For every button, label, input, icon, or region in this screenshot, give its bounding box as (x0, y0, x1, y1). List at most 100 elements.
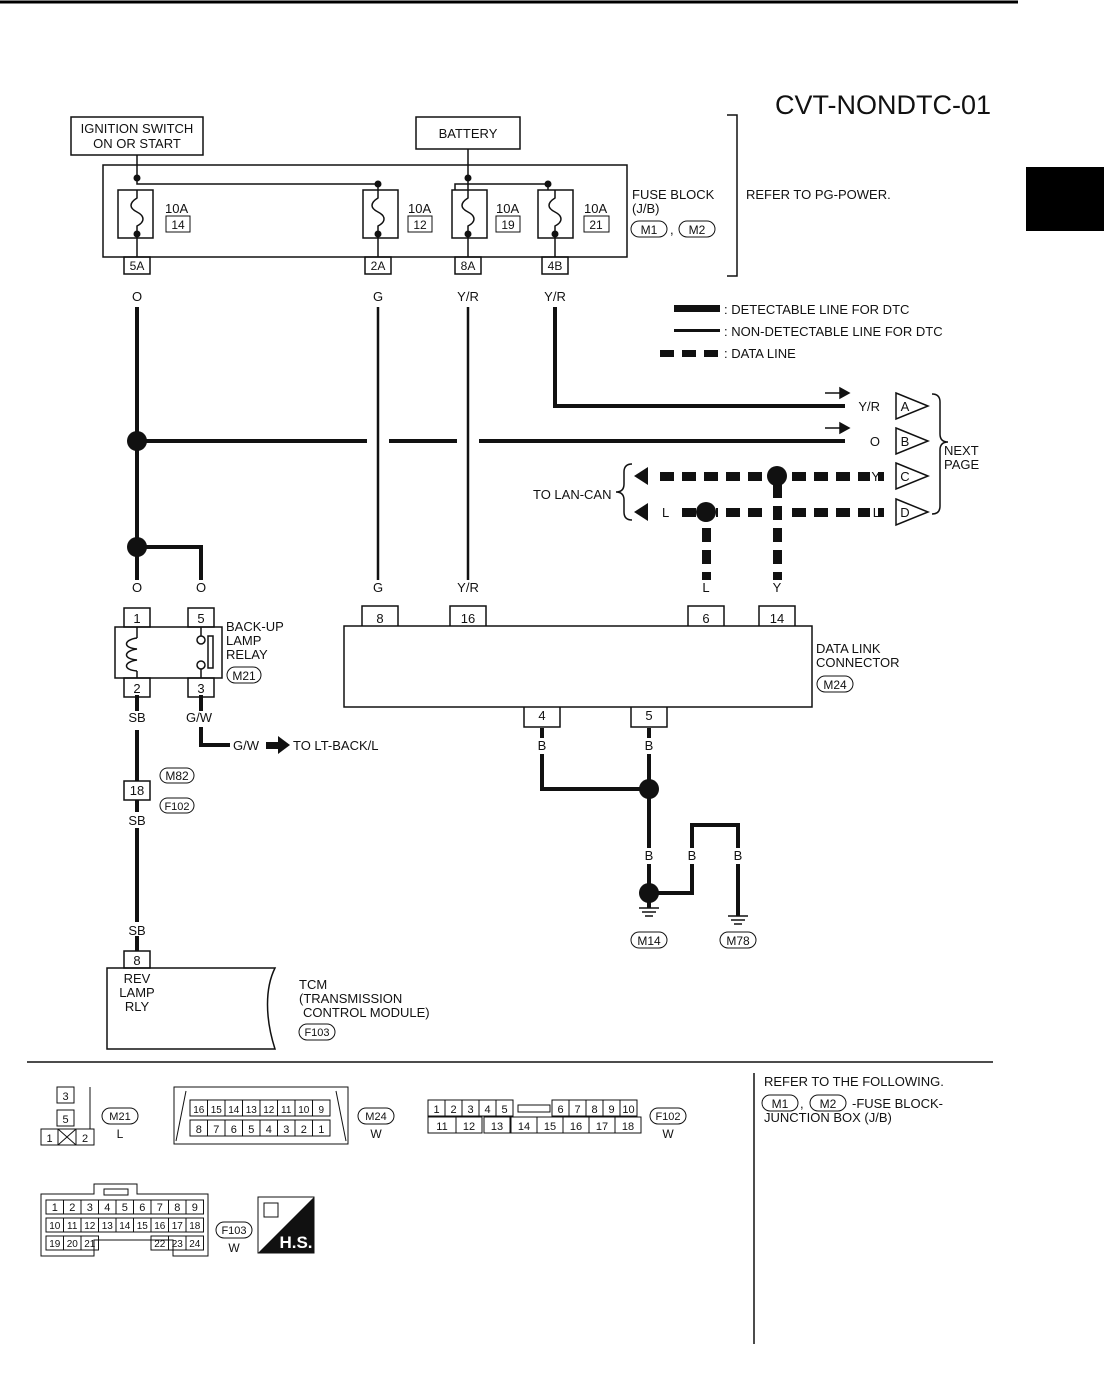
fuse-3-num: 19 (501, 218, 515, 232)
fuse-block-m2-label: M2 (689, 223, 706, 237)
section-tab (1026, 167, 1104, 231)
relay-label-3: RELAY (226, 647, 268, 662)
fuse-block-label-1: FUSE BLOCK (632, 187, 715, 202)
dlc-pin-4: 4 (538, 708, 545, 723)
wire-o-top: O (132, 289, 142, 304)
f102-pin-4: 4 (484, 1104, 490, 1116)
m21-pin-a-cell (56, 1086, 75, 1104)
hs-badge: H.S. (257, 1196, 315, 1254)
battery-label: BATTERY (439, 126, 498, 141)
f103-pin-1: 1 (52, 1202, 58, 1214)
next-page-connectors (895, 391, 930, 527)
wire-yr-top-2: Y/R (544, 289, 566, 304)
joint-m82-label: M82 (165, 769, 189, 783)
f103-pin-19: 19 (49, 1239, 61, 1250)
data-link-connector (343, 605, 813, 728)
fuse-ratings: 10A 14 10A 12 10A 19 10A 21 (165, 201, 610, 233)
f103-pin-11: 11 (67, 1221, 78, 1232)
m24-pin-16: 16 (193, 1105, 205, 1116)
m24-view-id: M24 (365, 1111, 386, 1123)
terminal-4b: 4B (548, 259, 563, 273)
f103-pin-7: 7 (157, 1202, 163, 1214)
ground-m78-badge: M78 (719, 931, 757, 949)
f103-pin-23: 23 (172, 1239, 184, 1250)
relay-pin-3: 3 (197, 681, 204, 696)
tcm-module (106, 967, 277, 1050)
dlc-pin-16: 16 (461, 611, 475, 626)
f103-pin-21: 21 (84, 1239, 96, 1250)
relay-pin-1: 1 (133, 611, 140, 626)
f103-pin-16: 16 (154, 1221, 166, 1232)
f102-pin-13-cell (483, 1116, 511, 1134)
f103-pin-4: 4 (104, 1202, 110, 1214)
m24-pin-13: 13 (246, 1105, 258, 1116)
tcm-pin-label-2: LAMP (119, 985, 154, 1000)
relay-label-1: BACK-UP (226, 619, 284, 634)
refer-m1-label: M1 (772, 1097, 789, 1111)
tcm-connector-badge: F103 (298, 1023, 336, 1041)
f103-view-id: F103 (221, 1225, 246, 1237)
fuse-1-num: 14 (171, 218, 185, 232)
relay-connector-label: M21 (232, 669, 256, 683)
m21-pin-b: 5 (62, 1114, 68, 1126)
fuse-terminals (123, 256, 569, 275)
m24-pin-9: 9 (318, 1105, 324, 1116)
f103-pin-14: 14 (119, 1221, 131, 1232)
lan-can-brace (615, 463, 633, 521)
refer-comma: , (800, 1096, 804, 1111)
legend-data-text: : DATA LINE (724, 346, 796, 361)
legend-detectable-swatch (674, 305, 720, 312)
f103-pin-17: 17 (172, 1221, 184, 1232)
tcm-name-1: TCM (299, 977, 327, 992)
f102-pin-8: 8 (591, 1104, 597, 1116)
m21-view-badge (101, 1107, 139, 1125)
dlc-label-1: DATA LINK (816, 641, 881, 656)
fuse-block-m1-label: M1 (641, 223, 658, 237)
next-a-wire: Y/R (858, 399, 880, 414)
m24-slant-l (175, 1090, 187, 1142)
tcm-name-3: CONTROL MODULE) (303, 1005, 430, 1020)
f103-pin-6: 6 (139, 1202, 145, 1214)
next-page-brace (931, 393, 949, 515)
wires-thin (376, 307, 470, 580)
next-d-wire: L (873, 505, 880, 520)
joint-f102-label: F102 (164, 801, 189, 813)
joint-connector-f102: F102 (159, 797, 195, 814)
fuse-block-bracket (727, 114, 738, 277)
next-b-wire: O (870, 434, 880, 449)
fuse-2-amp: 10A (408, 201, 431, 216)
dlc-wire-16: Y/R (457, 580, 479, 595)
refer-connector-m2: M2 (809, 1094, 847, 1112)
f102-pin-17: 17 (596, 1121, 608, 1133)
f102-pin-11: 11 (436, 1121, 447, 1133)
m21-x-2 (57, 1128, 77, 1146)
fuse-4-num: 21 (589, 218, 603, 232)
wire-yr-top: Y/R (457, 289, 479, 304)
m24-pin-11: 11 (281, 1105, 292, 1116)
relay-wire-2: SB (128, 710, 145, 725)
legend-non-detectable-text: : NON-DETECTABLE LINE FOR DTC (724, 324, 943, 339)
m24-pin-6: 6 (231, 1124, 237, 1136)
ground-m14-badge: M14 (630, 931, 668, 949)
m24-pin-14: 14 (228, 1105, 240, 1116)
refer-pg-power: REFER TO PG-POWER. (746, 187, 891, 202)
fuse-1-amp: 10A (165, 201, 188, 216)
f103-pin-20: 20 (67, 1239, 79, 1250)
hs-badge-text: H.S. (279, 1233, 312, 1252)
tcm-pin-label-1: REV (124, 971, 151, 986)
next-b-letter: B (901, 434, 910, 449)
diagram-title: CVT-NONDTC-01 (775, 90, 991, 120)
fuse-block-connector-m1: M1 (630, 220, 668, 238)
dlc-wire-4: B (538, 738, 547, 753)
m24-pin-9-cell (312, 1099, 331, 1117)
battery: BATTERY (415, 116, 521, 150)
ground-symbols (639, 907, 748, 925)
lan-can-arrows (634, 467, 648, 521)
f102-pin-16: 16 (570, 1121, 582, 1133)
m24-view-badge (357, 1107, 395, 1125)
ignition-switch: IGNITION SWITCH ON OR START (70, 116, 204, 156)
f102-pin-5: 5 (501, 1104, 507, 1116)
terminal-5a: 5A (130, 259, 145, 273)
